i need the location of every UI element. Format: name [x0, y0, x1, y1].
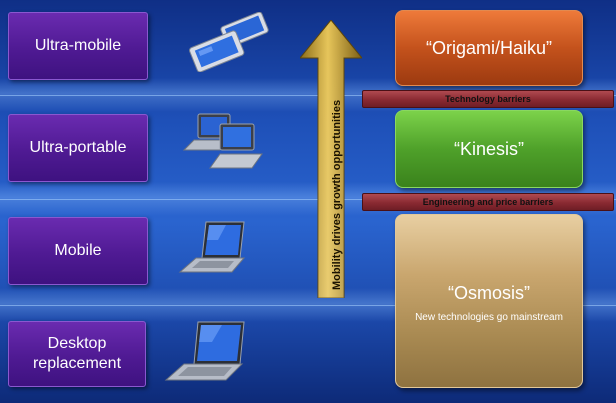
- tier-ultra-mobile: Ultra-mobile: [8, 12, 148, 80]
- convertible-laptops-icon: [182, 113, 263, 169]
- kinesis-title: “Kinesis”: [453, 138, 524, 159]
- divider-line: [0, 199, 616, 200]
- origami-box: “Origami/Haiku”: [395, 10, 583, 86]
- engineering-barrier-label: Engineering and price barriers: [422, 197, 554, 207]
- osmosis-box: “Osmosis” New technologies go mainstream: [395, 214, 583, 388]
- divider-line: [0, 305, 616, 306]
- technology-barrier-label: Technology barriers: [445, 94, 531, 104]
- kinesis-box: “Kinesis”: [395, 110, 583, 188]
- tier-label: Mobile: [54, 242, 102, 259]
- tier-mobile: Mobile: [8, 217, 148, 285]
- arrow-label: Mobility drives growth opportunities: [331, 99, 343, 290]
- tier-label: Ultra-mobile: [34, 37, 122, 54]
- technology-barrier: Technology barriers: [362, 90, 614, 108]
- desktop-replacement-laptop-icon: [164, 321, 245, 381]
- divider-line: [0, 95, 616, 96]
- origami-title: “Origami/Haiku”: [425, 37, 553, 58]
- tier-desktop-replacement: Desktop replacement: [8, 321, 146, 387]
- growth-arrow: [300, 20, 362, 298]
- laptop-icon: [178, 221, 246, 273]
- tier-label: Desktop replacement: [32, 335, 122, 372]
- tier-label: Ultra-portable: [29, 139, 127, 156]
- osmosis-title: “Osmosis”: [448, 283, 530, 303]
- engineering-barrier: Engineering and price barriers: [362, 193, 614, 211]
- tier-ultra-portable: Ultra-portable: [8, 114, 148, 182]
- osmosis-subtitle: New technologies go mainstream: [415, 312, 563, 323]
- tablet-devices-icon: [189, 12, 269, 72]
